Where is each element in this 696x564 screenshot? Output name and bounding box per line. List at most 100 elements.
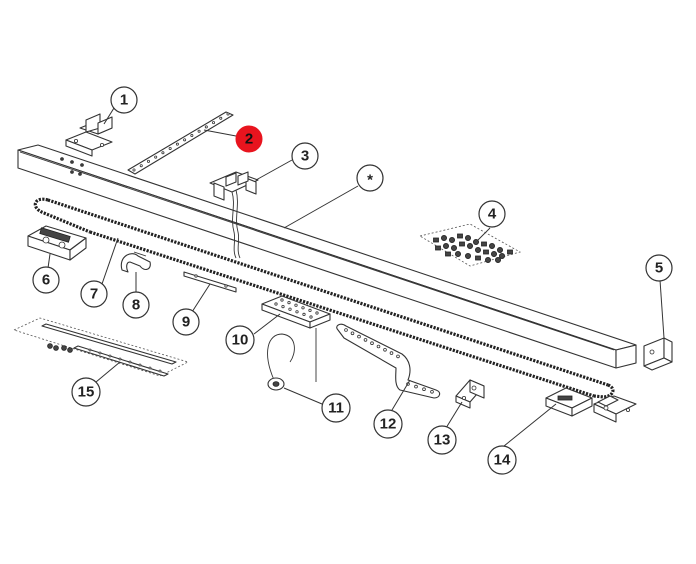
strap-hole bbox=[175, 142, 179, 146]
callout-7-label: 7 bbox=[90, 286, 98, 303]
plate-hole bbox=[294, 303, 298, 307]
strap-hole bbox=[132, 168, 136, 172]
hardware-item bbox=[457, 233, 463, 239]
plate-hole bbox=[287, 300, 291, 305]
callout-14-label: 14 bbox=[494, 452, 511, 469]
callout-8[interactable]: 8 bbox=[122, 291, 150, 319]
strap-hole bbox=[204, 125, 208, 129]
callout-11[interactable]: 11 bbox=[321, 393, 351, 423]
callouts: 1 2 3 * 4 5 6 7 bbox=[32, 86, 673, 475]
hardware-item bbox=[440, 234, 447, 241]
hardware-item bbox=[445, 251, 451, 257]
arm-hole bbox=[344, 328, 348, 332]
part-4-hardware-kit bbox=[418, 223, 522, 267]
strap-hole bbox=[219, 116, 223, 120]
hardware-item bbox=[435, 245, 441, 251]
strap-hole bbox=[146, 159, 150, 163]
callout-star-label: * bbox=[367, 172, 373, 189]
strap-hole bbox=[212, 121, 216, 125]
callout-15[interactable]: 15 bbox=[71, 377, 101, 407]
plate-hole bbox=[274, 302, 278, 306]
hardware-item bbox=[464, 252, 471, 259]
hardware-item bbox=[488, 242, 495, 249]
part-12-door-arm bbox=[336, 323, 441, 399]
callout-10[interactable]: 10 bbox=[225, 325, 255, 355]
part-14-drive-bracket bbox=[545, 387, 637, 423]
part-6-trolley bbox=[27, 225, 87, 261]
hardware-item bbox=[448, 236, 455, 243]
hardware-item bbox=[472, 238, 479, 245]
hardware-item bbox=[454, 250, 461, 257]
plate-hole bbox=[308, 308, 312, 312]
hardware-item bbox=[484, 256, 491, 263]
part-7-chain bbox=[33, 197, 615, 399]
callout-star[interactable]: * bbox=[356, 164, 384, 192]
strap-hole bbox=[154, 155, 158, 159]
callout-2-label: 2 bbox=[245, 131, 253, 148]
arm-hole bbox=[383, 347, 387, 352]
part-13-door-bracket bbox=[455, 379, 485, 409]
arm-kit-hole bbox=[148, 366, 152, 370]
hardware-item bbox=[433, 237, 439, 243]
hardware-item bbox=[496, 246, 503, 253]
strap-hole bbox=[161, 151, 165, 155]
plate-hole bbox=[281, 304, 285, 309]
hardware-item bbox=[490, 250, 497, 257]
callout-8-label: 8 bbox=[132, 297, 140, 314]
callout-15-label: 15 bbox=[78, 384, 95, 401]
callout-2[interactable]: 2 bbox=[235, 125, 263, 153]
part-2-reinforcement-strap bbox=[127, 111, 234, 175]
strap-hole bbox=[183, 138, 187, 142]
callout-4[interactable]: 4 bbox=[478, 200, 506, 228]
hardware-item bbox=[459, 241, 465, 247]
rail bbox=[17, 144, 637, 369]
hardware-item bbox=[507, 249, 513, 255]
hardware-item bbox=[475, 255, 481, 261]
strap-hole bbox=[168, 146, 172, 150]
arm-hole bbox=[350, 331, 355, 336]
callout-12[interactable]: 12 bbox=[373, 409, 403, 439]
callout-12-label: 12 bbox=[380, 416, 397, 433]
hardware-item bbox=[464, 234, 471, 241]
strap-hole bbox=[139, 164, 143, 168]
callout-7[interactable]: 7 bbox=[80, 280, 108, 308]
callout-3-label: 3 bbox=[301, 148, 309, 165]
callout-14[interactable]: 14 bbox=[487, 445, 517, 475]
plate-hole bbox=[280, 298, 284, 302]
callout-1-label: 1 bbox=[120, 92, 128, 109]
arm-kit-hole bbox=[118, 357, 122, 361]
part-15-straight-arm-kit bbox=[12, 317, 190, 377]
arm-hole bbox=[430, 389, 434, 394]
arm-hole bbox=[376, 344, 381, 349]
arm-kit-hole bbox=[88, 348, 92, 352]
callout-6[interactable]: 6 bbox=[32, 266, 60, 294]
plate-hole bbox=[295, 310, 299, 314]
callout-5[interactable]: 5 bbox=[645, 254, 673, 282]
hardware-item bbox=[483, 249, 489, 255]
callout-5-label: 5 bbox=[655, 260, 663, 277]
arm-hole bbox=[357, 334, 361, 339]
arm-hole bbox=[389, 351, 394, 355]
part-8-clip bbox=[120, 251, 151, 273]
part-5-end-bracket bbox=[643, 337, 673, 371]
arm-hole bbox=[363, 338, 368, 342]
arm-hole bbox=[396, 354, 400, 359]
callout-10-label: 10 bbox=[232, 332, 249, 349]
strap-hole bbox=[197, 129, 201, 133]
callout-13[interactable]: 13 bbox=[427, 425, 457, 455]
callout-9[interactable]: 9 bbox=[172, 308, 200, 336]
strap-hole bbox=[190, 134, 194, 138]
callout-1[interactable]: 1 bbox=[110, 86, 138, 114]
plate-hole bbox=[315, 311, 319, 315]
callout-4-label: 4 bbox=[488, 206, 497, 223]
callout-11-label: 11 bbox=[328, 400, 344, 417]
arm-hole bbox=[414, 384, 418, 389]
part-3-rail-bracket bbox=[209, 171, 259, 259]
arm-hole bbox=[370, 341, 374, 346]
callout-3[interactable]: 3 bbox=[291, 142, 319, 170]
callout-13-label: 13 bbox=[434, 432, 451, 449]
hardware-item bbox=[466, 242, 473, 249]
part-11-release-cable bbox=[267, 328, 317, 391]
part-9-connector-bar bbox=[183, 271, 237, 293]
